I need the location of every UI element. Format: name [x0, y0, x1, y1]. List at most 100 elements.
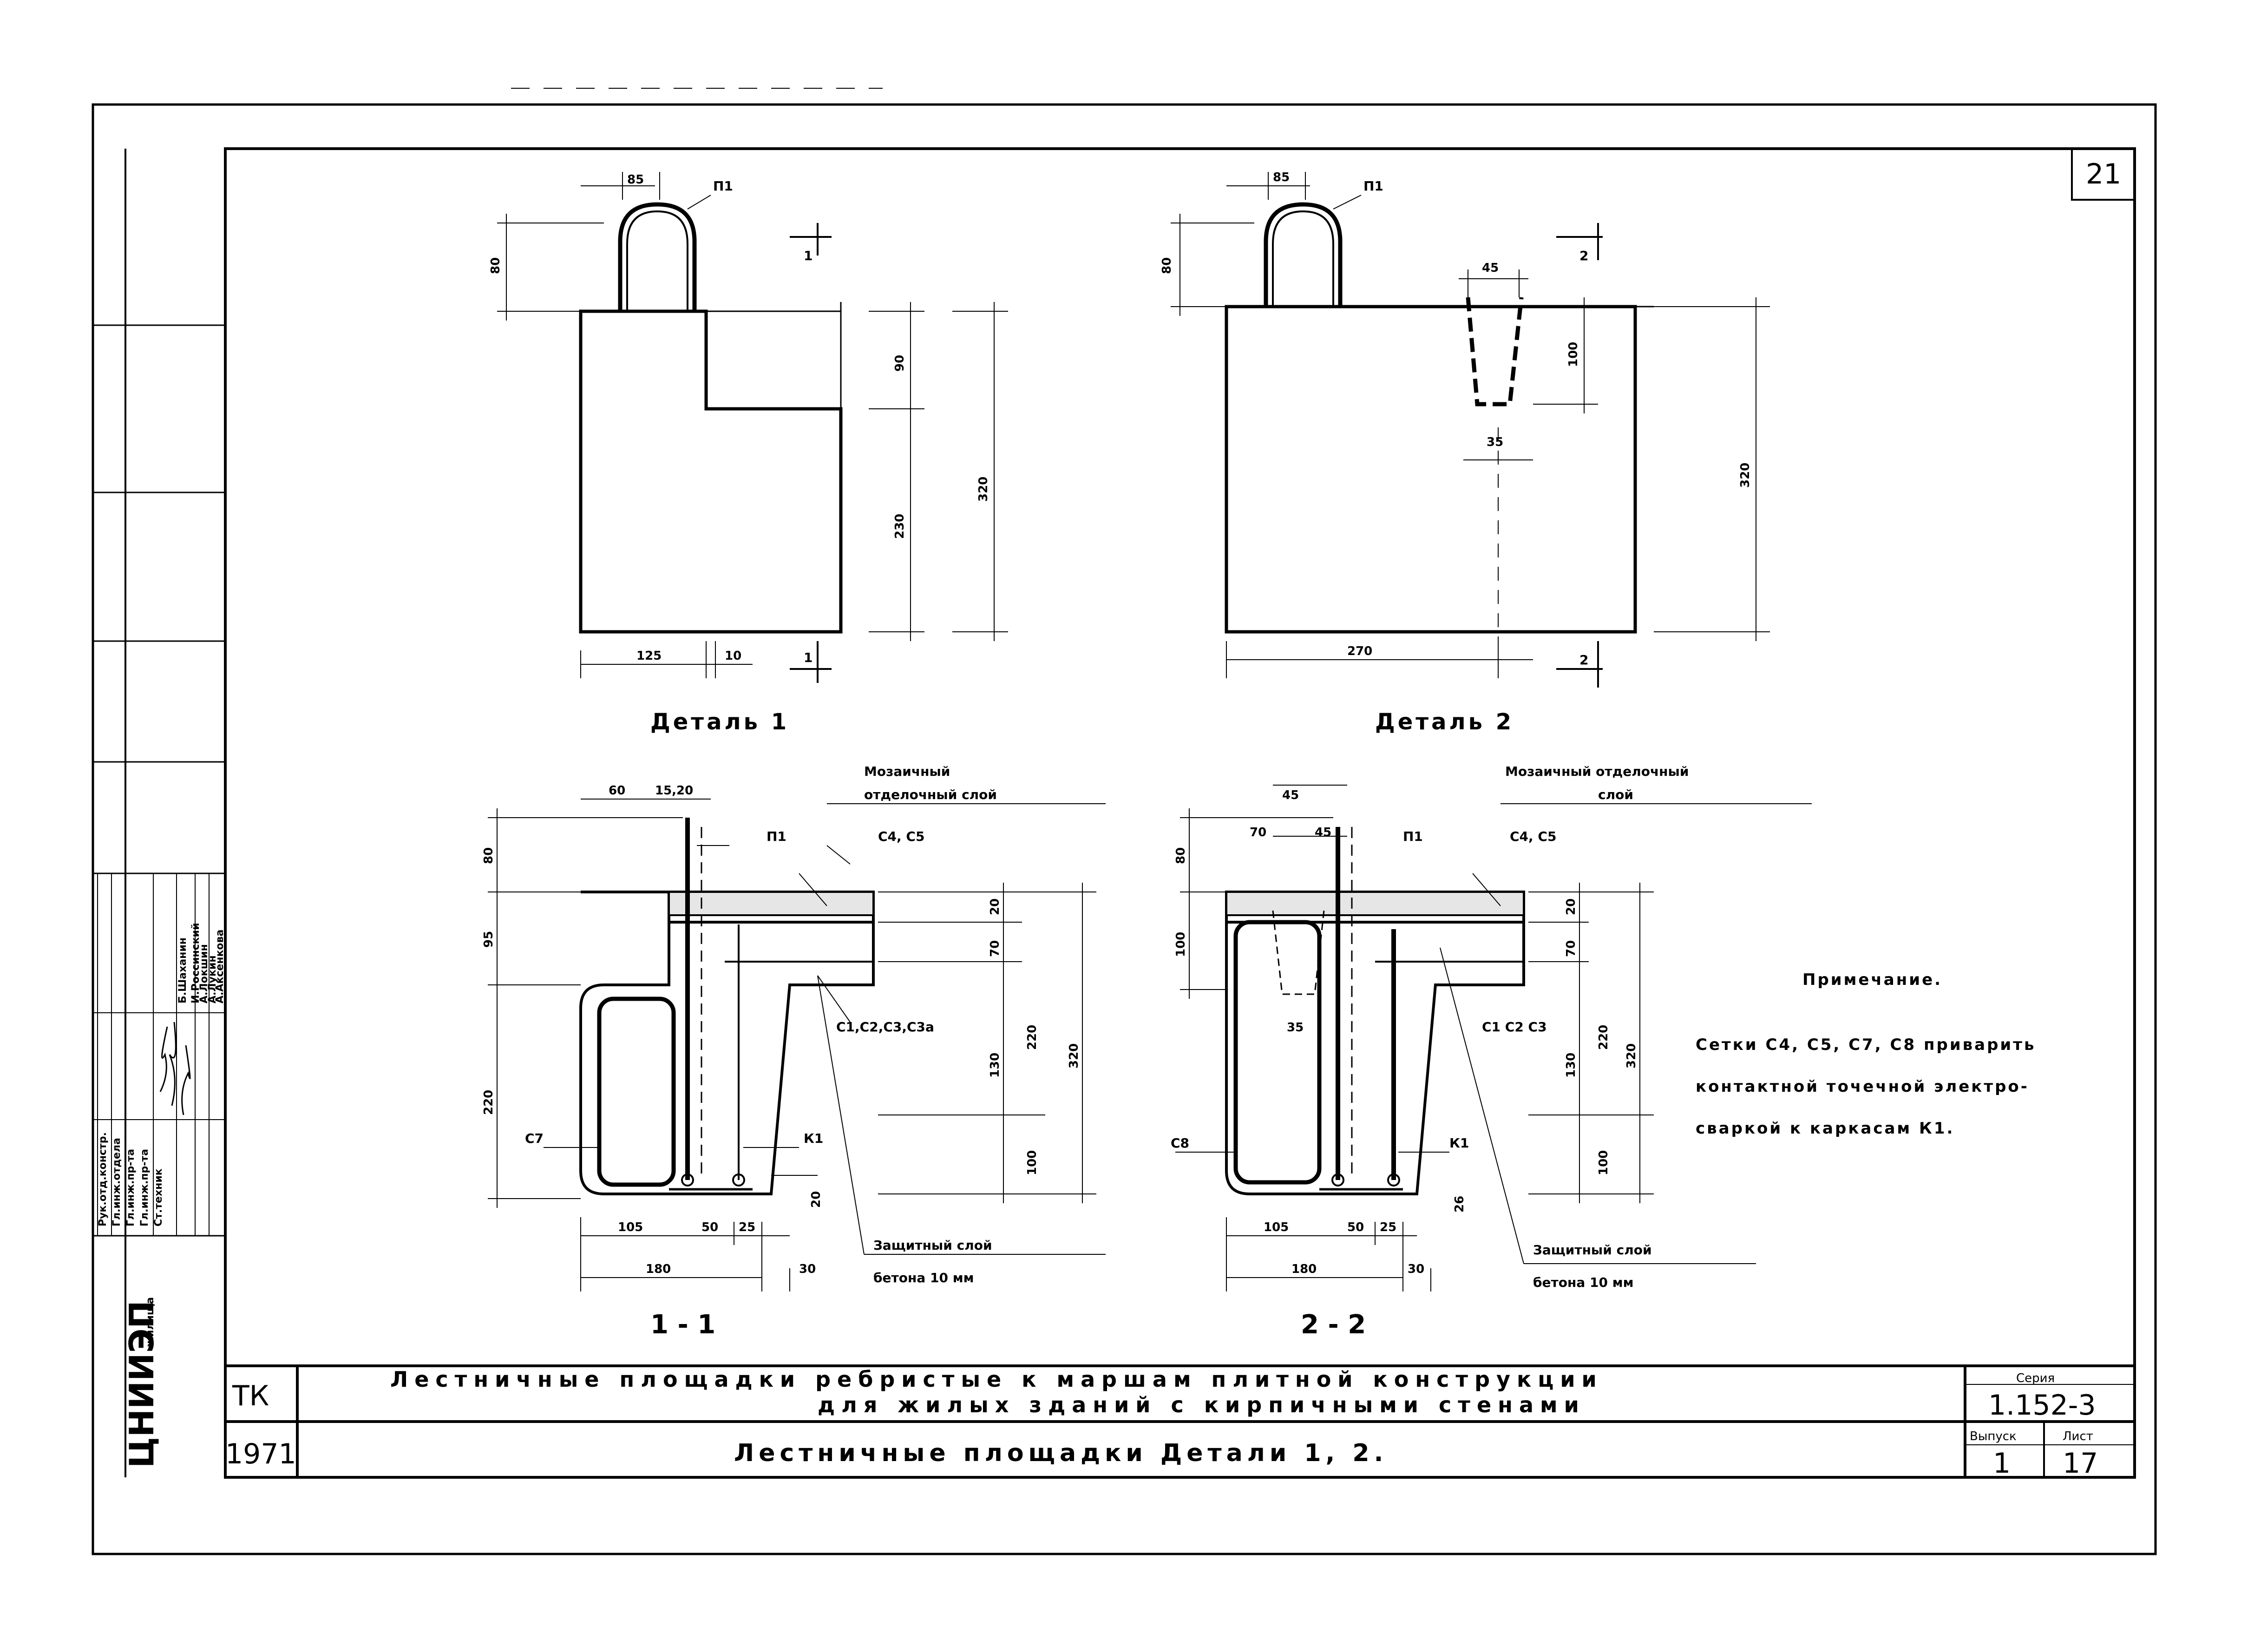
stamp-names: Б.Шаханин И.Россинский А.Локшин А.Лукин …	[177, 923, 226, 1003]
dim-label: 130	[1564, 1053, 1578, 1078]
detail-2-caption: Деталь 2	[1375, 709, 1514, 735]
dim-label: 35	[1287, 1021, 1304, 1035]
title-block	[225, 1364, 2135, 1477]
detail-2-dims: 85 80 45 100 35 320 270 П1 2 2	[1160, 170, 1752, 668]
dim-label: 25	[1380, 1220, 1396, 1234]
dim-label: 85	[627, 173, 644, 187]
page-number: 21	[2086, 158, 2121, 190]
dim-label: 180	[646, 1262, 671, 1276]
note-line: Сетки С4, С5, С7, С8 приварить	[1696, 1036, 2036, 1054]
note-heading: Примечание.	[1802, 970, 1942, 989]
dim-label: 80	[482, 847, 496, 864]
org-name: ЦНИИЭП	[122, 1300, 161, 1468]
detail-1-caption: Деталь 1	[650, 709, 789, 735]
stamp-role: Гл.инж.отдела	[111, 1138, 123, 1226]
sheet-frame	[92, 88, 2157, 1555]
note-line: сваркой к каркасам К1.	[1696, 1119, 1954, 1138]
note-line: контактной точечной электро-	[1696, 1077, 2029, 1096]
section-1-1	[488, 799, 1106, 1291]
dim-label: 50	[701, 1220, 718, 1234]
mesh-left-label: С8	[1171, 1135, 1189, 1151]
dim-label: 70	[1250, 826, 1266, 839]
dim-label: 180	[1291, 1262, 1317, 1276]
stamp-role: Рук.отд.констр.	[97, 1132, 109, 1226]
section-1-1-labels: Мозаичный отделочный слой П1 С4, С5 С1,С…	[525, 764, 997, 1285]
mesh-mid-label: С1,С2,С3,С3а	[836, 1019, 934, 1035]
note: Примечание. Сетки С4, С5, С7, С8 привари…	[1696, 970, 2036, 1138]
detail-2-cut-mark: 2	[1579, 248, 1588, 263]
section-1-1-caption: 1 - 1	[650, 1310, 715, 1340]
protective-layer-label: Защитный слой	[1533, 1242, 1652, 1258]
dim-label: 15,20	[655, 784, 693, 798]
dim-label: 100	[1025, 1150, 1039, 1175]
protective-layer-label: бетона 10 мм	[873, 1270, 974, 1285]
issue-value: 1	[1993, 1447, 2011, 1480]
title-line-1: Лестничные площадки ребристые к маршам п…	[390, 1367, 1603, 1392]
stamp-role: Гл.инж.пр-та	[139, 1149, 151, 1226]
section-1-1-dims: 60 15,20 80 95 220 20 70 220 130 100 320…	[482, 784, 1081, 1276]
dim-label: 60	[609, 784, 625, 798]
section-2-2	[1175, 785, 1812, 1291]
stamp-roles: Рук.отд.констр. Гл.инж.отдела Гл.инж.пр-…	[97, 1132, 164, 1226]
dim-label: 320	[976, 477, 990, 502]
title-line-2: для жилых зданий с кирпичными стенами	[818, 1392, 1586, 1417]
stamp-role: Ст.техник	[153, 1168, 164, 1226]
dim-label: 90	[893, 355, 907, 372]
section-2-2-dims: 45 45 70 80 100 20 70 220 130 100 320 35…	[1174, 788, 1638, 1276]
mosaic-layer-label: слой	[1598, 787, 1633, 802]
dim-label: 45	[1282, 788, 1299, 802]
dim-label: 105	[1264, 1220, 1289, 1234]
dim-label: 230	[893, 514, 907, 539]
dim-label: 30	[799, 1262, 816, 1276]
dim-label: 270	[1347, 644, 1372, 658]
mesh-top-label: С4, С5	[878, 829, 924, 844]
section-2-2-caption: 2 - 2	[1301, 1310, 1366, 1340]
series-value: 1.152-3	[1988, 1389, 2096, 1422]
loop-label: П1	[1403, 829, 1423, 844]
tk-label: ТК	[232, 1380, 269, 1412]
dim-label: 220	[1025, 1025, 1039, 1050]
detail-1-loop-label: П1	[713, 178, 733, 194]
dim-label: 45	[1315, 826, 1331, 839]
year-label: 1971	[225, 1438, 296, 1470]
mesh-left-label: С7	[525, 1131, 544, 1146]
dim-label: 125	[636, 649, 662, 663]
stamp-name: А.Аксенкова	[214, 930, 226, 1003]
list-label: Лист	[2063, 1429, 2093, 1443]
dim-label: 100	[1174, 932, 1188, 957]
dim-label: 130	[988, 1053, 1002, 1078]
dim-label: 20	[988, 898, 1002, 915]
mesh-mid-label: С1 С2 С3	[1482, 1019, 1547, 1035]
protective-layer-label: Защитный слой	[873, 1238, 992, 1253]
mosaic-layer-label: Мозаичный отделочный	[1505, 764, 1689, 779]
signatures	[159, 1022, 191, 1115]
stamp-name: И.Россинский	[190, 923, 202, 1003]
dim-label: 100	[1597, 1150, 1611, 1175]
dim-label: 95	[482, 931, 496, 948]
detail-1-cut-mark: 1	[804, 650, 812, 665]
dim-label: 80	[489, 257, 503, 274]
dim-label: 320	[1738, 463, 1752, 488]
dim-label: 35	[1487, 435, 1503, 449]
dim-label: 10	[725, 649, 741, 663]
dim-label: 100	[1566, 342, 1580, 367]
dim-label: 320	[1067, 1043, 1081, 1069]
org-suffix: жилища	[144, 1297, 156, 1347]
dim-label: 80	[1174, 847, 1188, 864]
detail-2	[1171, 172, 1770, 688]
dim-label: 25	[739, 1220, 755, 1234]
left-stamp-strip	[93, 149, 225, 1477]
list-value: 17	[2063, 1447, 2098, 1480]
mosaic-layer-label: Мозаичный	[864, 764, 950, 779]
detail-1-dims: 85 80 90 230 320 125 10 П1 1 1	[489, 173, 990, 665]
frame-label: К1	[804, 1131, 823, 1146]
section-2-2-labels: Мозаичный отделочный слой П1 С4, С5 С1 С…	[1171, 764, 1689, 1290]
dim-label: 220	[482, 1090, 496, 1115]
detail-2-cut-mark: 2	[1579, 652, 1588, 668]
detail-1	[497, 172, 1008, 683]
stamp-name: А.Локшин	[198, 944, 210, 1003]
dim-label: 20	[1564, 898, 1578, 915]
dim-label: 70	[988, 940, 1002, 957]
title-block-text: ТК 1971 Лестничные площадки ребристые к …	[225, 1367, 2098, 1480]
